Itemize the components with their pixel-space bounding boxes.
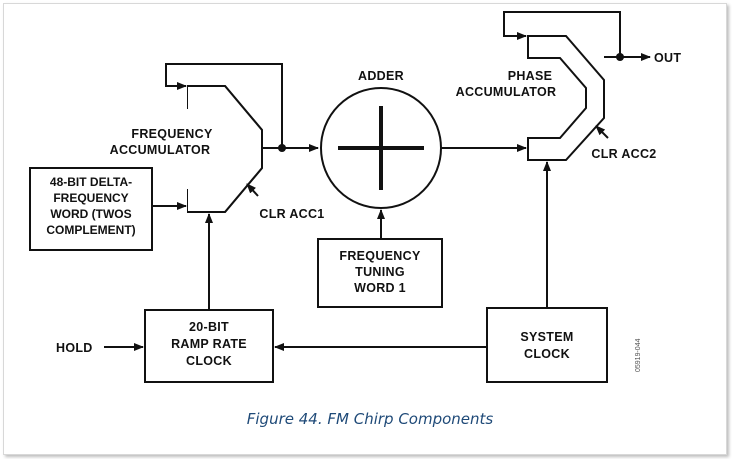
freq-acc-title-1: FREQUENCY <box>131 127 213 141</box>
frequency-tuning-word-box: FREQUENCY TUNING WORD 1 <box>317 238 443 308</box>
delta-word-line-4: COMPLEMENT) <box>46 223 135 237</box>
ramp-clock-line-1: 20-BIT <box>189 320 229 334</box>
delta-word-line-3: WORD (TWOS <box>50 207 131 221</box>
phase-acc-title-2: ACCUMULATOR <box>456 85 557 99</box>
phase-accumulator: PHASE ACCUMULATOR CLR ACC2 <box>456 35 656 161</box>
adder: ADDER <box>320 69 442 209</box>
tuning-word-line-3: WORD 1 <box>354 281 406 295</box>
delta-frequency-word-box: 48-BIT DELTA- FREQUENCY WORD (TWOS COMPL… <box>29 167 153 251</box>
tuning-word-line-2: TUNING <box>355 265 405 279</box>
figure-code: 05919-044 <box>635 338 642 372</box>
freq-acc-title-2: ACCUMULATOR <box>110 143 211 157</box>
system-clock-line-1: SYSTEM <box>520 330 573 344</box>
adder-label: ADDER <box>358 69 404 83</box>
hold-label: HOLD <box>56 341 93 355</box>
junction-dot-1 <box>278 144 286 152</box>
ramp-clock-line-3: CLOCK <box>186 354 232 368</box>
clr-acc1-label: CLR ACC1 <box>259 207 324 221</box>
ramp-clock-line-2: RAMP RATE <box>171 337 247 351</box>
tuning-word-line-1: FREQUENCY <box>339 249 421 263</box>
clr-acc2-arrow <box>595 125 609 139</box>
figure-caption: Figure 44. FM Chirp Components <box>247 410 494 428</box>
clr-acc2-label: CLR ACC2 <box>591 147 656 161</box>
delta-word-line-1: 48-BIT DELTA- <box>50 175 132 189</box>
delta-word-line-2: FREQUENCY <box>53 191 128 205</box>
clr-acc1-arrow <box>246 183 259 197</box>
system-clock-box: SYSTEM CLOCK <box>486 307 608 383</box>
frequency-accumulator: FREQUENCY ACCUMULATOR CLR ACC1 <box>110 85 324 221</box>
out-label: OUT <box>654 51 681 65</box>
junction-dot-2 <box>616 53 624 61</box>
system-clock-line-2: CLOCK <box>524 347 570 361</box>
ramp-rate-clock-box: 20-BIT RAMP RATE CLOCK <box>144 309 274 383</box>
phase-acc-title-1: PHASE <box>508 69 553 83</box>
